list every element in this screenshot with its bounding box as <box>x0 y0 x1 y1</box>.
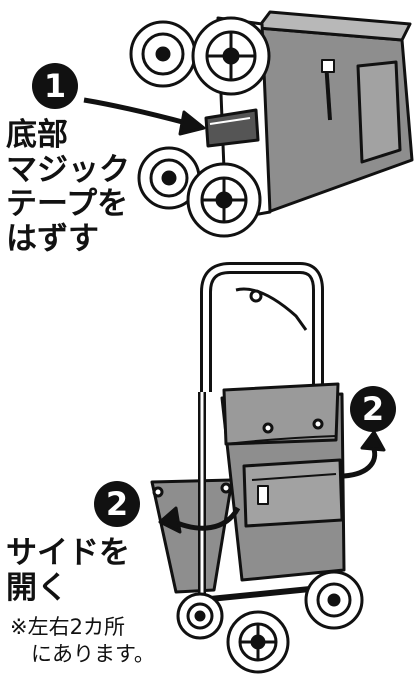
step-2-badge-right: 2 <box>350 386 396 432</box>
upright-wheel-front <box>226 610 290 674</box>
cart-lying-illustration <box>83 10 414 238</box>
upright-wheel-left <box>176 592 224 640</box>
lying-bag-top <box>256 10 412 42</box>
location-note: ※左右2カ所 にあります。 <box>10 615 155 666</box>
cart-handle <box>200 262 324 400</box>
upright-bag-lid <box>222 382 340 446</box>
bottom-magic-tape <box>204 108 260 148</box>
upright-bag-pocket <box>242 458 344 528</box>
step-2-instruction: サイドを 開く <box>6 535 130 606</box>
lying-wheel-bottom-left <box>137 146 201 210</box>
lying-wheel-top-left <box>129 20 197 88</box>
lying-bag-pocket <box>356 60 402 164</box>
lying-wheel-top-right <box>191 16 271 96</box>
step-2-badge-left: 2 <box>94 481 140 527</box>
step-1-instruction: 底部 マジック テープを はずす <box>6 117 130 258</box>
cart-upright-illustration <box>150 262 386 674</box>
lying-wheel-bottom-right <box>186 162 262 238</box>
step1-arrow <box>83 97 191 127</box>
upright-wheel-right <box>304 570 364 630</box>
step-1-badge: 1 <box>32 63 78 109</box>
